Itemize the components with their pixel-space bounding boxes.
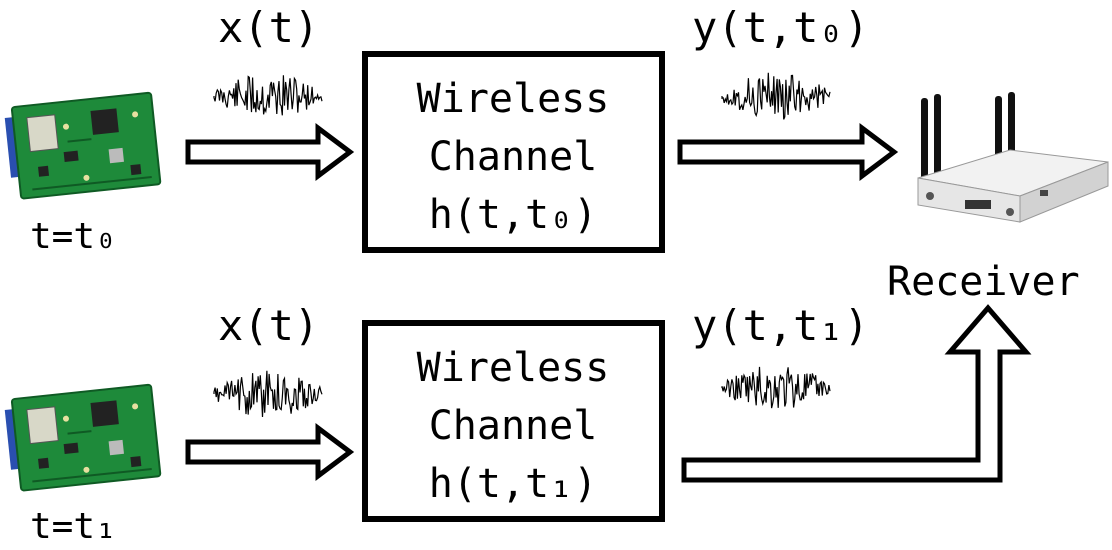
input-waveform-icon — [213, 370, 323, 418]
row-t1: t=t₁ x(t) Wireless Channel h(t,t₁) y(t,t… — [4, 301, 869, 547]
input-label-t0: x(t) — [218, 3, 319, 52]
transmitter-board-icon — [4, 383, 162, 492]
receiver-up-arrow — [681, 304, 1032, 483]
input-label-t1: x(t) — [218, 301, 319, 350]
output-arrow-t0 — [677, 123, 899, 181]
input-arrow-t0 — [185, 123, 355, 181]
channel-subtitle-t0: Channel — [429, 134, 598, 180]
receiver-router-icon — [917, 92, 1109, 223]
channel-box-t0 — [362, 51, 665, 253]
time-label-t0: t=t₀ — [30, 216, 117, 257]
row-t0: t=t₀ x(t) Wireless Channel h(t,t₀) y(t,t… — [4, 3, 899, 257]
channel-title-t0: Wireless — [417, 76, 610, 122]
channel-subtitle-t1: Channel — [429, 403, 598, 449]
channel-response-t0: h(t,t₀) — [429, 192, 598, 238]
channel-box-t1 — [362, 320, 665, 522]
output-label-t0: y(t,t₀) — [692, 3, 869, 52]
output-waveform-icon — [721, 72, 831, 120]
input-arrow-t1 — [185, 423, 355, 481]
channel-response-t1: h(t,t₁) — [429, 461, 598, 507]
receiver-label: Receiver — [887, 259, 1080, 305]
output-label-t1: y(t,t₁) — [692, 301, 869, 350]
transmitter-board-icon — [4, 91, 162, 200]
output-waveform-icon — [721, 366, 831, 409]
input-waveform-icon — [213, 75, 323, 116]
channel-title-t1: Wireless — [417, 345, 610, 391]
time-label-t1: t=t₁ — [30, 506, 117, 547]
